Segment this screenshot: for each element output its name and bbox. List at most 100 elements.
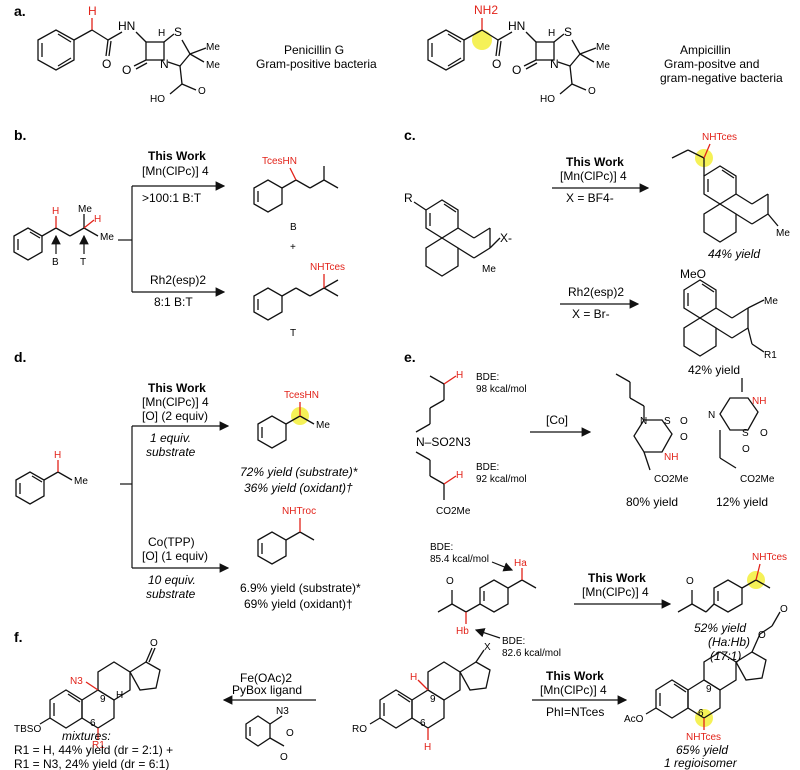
panel-e-yield-mn: 52% yield bbox=[694, 621, 746, 635]
panel-f-regioisomer: 1 regioisomer bbox=[664, 756, 738, 770]
panel-e-label: e. bbox=[404, 349, 416, 365]
panel-f-left-ketone-o: O bbox=[150, 638, 158, 649]
panel-e-right-ring-n: N bbox=[708, 410, 715, 421]
panel-f-reagent-o: O bbox=[286, 728, 294, 739]
panel-e-substrate-ester: CO2Me bbox=[436, 506, 471, 517]
panel-b-mn-catalyst: [Mn(ClPc)] 4 bbox=[142, 164, 209, 178]
panel-d-product-bottom: NHTroc bbox=[257, 506, 316, 565]
penicillin-acid-ho: HO bbox=[150, 94, 165, 105]
panel-e-ketone-product: O NHTces bbox=[677, 552, 787, 613]
panel-e-this-work: This Work bbox=[588, 571, 646, 585]
panel-b-selectivity-top: >100:1 B:T bbox=[142, 191, 202, 205]
panel-f-left-tbso: TBSO bbox=[14, 724, 41, 735]
ampicillin-structure: NH2 O HN O N S H Me Me O bbox=[427, 3, 610, 105]
panel-e-yield-right: 12% yield bbox=[716, 495, 768, 509]
panel-c-label: c. bbox=[404, 127, 416, 143]
panel-e-right-ester: CO2Me bbox=[740, 474, 775, 485]
panel-d-mn-catalyst: [Mn(ClPc)] 4 bbox=[142, 395, 209, 409]
panel-e-sulfonyl-azide: N–SO2N3 bbox=[416, 435, 471, 449]
panel-c-product-bottom: MeO Me R1 bbox=[680, 267, 778, 361]
panel-c-top-methyl: Me bbox=[776, 228, 790, 239]
panel-d-product-top: TcesHN Me bbox=[257, 390, 330, 449]
panel-e-left-o-1: O bbox=[680, 416, 688, 427]
panel-d-substrate-bottom-1: 10 equiv. bbox=[148, 573, 196, 587]
penicillin-lactam-o: O bbox=[122, 63, 131, 77]
panel-e-yield-left: 80% yield bbox=[626, 495, 678, 509]
penicillin-methyl-1: Me bbox=[206, 42, 220, 53]
panel-f-right-formyl-o: O bbox=[780, 604, 788, 615]
panel-b-tertiary-h: H bbox=[94, 214, 101, 225]
panel-d-benzylic-h: H bbox=[54, 450, 61, 461]
ampicillin-s: S bbox=[564, 25, 572, 39]
panel-c-rh-catalyst: Rh2(esp)2 bbox=[568, 285, 624, 299]
ampicillin-acid-ho: HO bbox=[540, 94, 555, 105]
panel-b-plus: + bbox=[290, 242, 296, 253]
panel-d: d. H Me This Work [Mn(ClPc)] 4 [O] (2 eq… bbox=[14, 349, 361, 611]
ampicillin-amide-n: HN bbox=[508, 19, 525, 33]
panel-d-oxidant-top: [O] (2 equiv) bbox=[142, 409, 208, 423]
ampicillin-description-2: gram-negative bacteria bbox=[660, 71, 783, 85]
panel-e-left-ester: CO2Me bbox=[654, 474, 689, 485]
panel-c-product-top: NHTces Me bbox=[671, 132, 790, 243]
panel-f-this-work: This Work bbox=[546, 669, 604, 683]
panel-e-bde4-value: 82.6 kcal/mol bbox=[502, 648, 561, 659]
panel-d-yield-bottom-2: 69% yield (oxidant)† bbox=[244, 597, 353, 611]
panel-c-methoxy: MeO bbox=[680, 267, 706, 281]
panel-c-mn-catalyst: [Mn(ClPc)] 4 bbox=[560, 169, 627, 183]
panel-c-r-group: R bbox=[404, 191, 413, 205]
panel-f-right-nhtces: NHTces bbox=[686, 732, 721, 743]
panel-e-bde1-label: BDE: bbox=[476, 372, 499, 383]
ampicillin-acid-o: O bbox=[588, 86, 596, 97]
panel-b-this-work: This Work bbox=[148, 149, 206, 163]
panel-d-product-bottom-label: NHTroc bbox=[282, 506, 316, 517]
ampicillin-carbonyl-o: O bbox=[492, 57, 501, 71]
panel-c-ammonium: X- bbox=[500, 231, 512, 245]
panel-e-product-right: NH N S O O CO2Me bbox=[708, 378, 775, 485]
panel-e-h-top: H bbox=[456, 370, 463, 381]
panel-e-right-o-1: O bbox=[760, 428, 768, 439]
panel-b-product-b-tag: B bbox=[290, 222, 297, 233]
panel-f-center-ro: RO bbox=[352, 724, 367, 735]
penicillin-g-structure: H O HN O N S H Me Me O bbox=[37, 4, 220, 105]
panel-e-h-bottom: H bbox=[456, 470, 463, 481]
penicillin-carbonyl-o: O bbox=[102, 57, 111, 71]
panel-e: e. H N–SO2N3 H CO2Me BDE: 98 kcal/mol BD… bbox=[404, 349, 787, 663]
panel-f-yield: 65% yield bbox=[676, 743, 728, 757]
ampicillin-amine: NH2 bbox=[474, 3, 498, 17]
panel-e-bde1-value: 98 kcal/mol bbox=[476, 384, 527, 395]
penicillin-s: S bbox=[174, 25, 182, 39]
panel-f-center-x: X bbox=[484, 642, 491, 653]
panel-d-yield-bottom-1: 6.9% yield (substrate)* bbox=[240, 581, 361, 595]
panel-e-sulfamate-substrate: H N–SO2N3 H CO2Me bbox=[415, 370, 471, 517]
panel-e-product-left: N S O O NH CO2Me bbox=[615, 373, 689, 485]
panel-f-center-h6: H bbox=[424, 742, 431, 753]
panel-d-product-top-methyl: Me bbox=[316, 420, 330, 431]
penicillin-benzylic-h: H bbox=[88, 4, 97, 18]
panel-f-mn-catalyst: [Mn(ClPc)] 4 bbox=[540, 683, 607, 697]
panel-b-product-b: TcesHN bbox=[253, 156, 339, 213]
panel-d-methyl: Me bbox=[74, 476, 88, 487]
panel-d-yield-top-1: 72% yield (substrate)* bbox=[240, 465, 358, 479]
panel-b-label: b. bbox=[14, 127, 26, 143]
panel-f-center-h9: H bbox=[410, 672, 417, 683]
ampicillin-n: N bbox=[550, 57, 559, 71]
panel-d-label: d. bbox=[14, 349, 26, 365]
panel-f-right-aco: AcO bbox=[624, 714, 644, 725]
panel-b-methyl-2: Me bbox=[100, 232, 114, 243]
panel-c-x-bf4: X = BF4- bbox=[566, 191, 614, 205]
panel-b-site-b: B bbox=[52, 257, 59, 268]
panel-b-selectivity-bottom: 8:1 B:T bbox=[154, 295, 193, 309]
panel-f-center-pos6: 6 bbox=[420, 718, 426, 729]
panel-f-center-pos9: 9 bbox=[430, 694, 436, 705]
panel-e-mn-catalyst: [Mn(ClPc)] 4 bbox=[582, 585, 649, 599]
panel-e-bde2-value: 92 kcal/mol bbox=[476, 474, 527, 485]
panel-c-yield-bottom: 42% yield bbox=[688, 363, 740, 377]
panel-e-bde2-label: BDE: bbox=[476, 462, 499, 473]
panel-d-this-work: This Work bbox=[148, 381, 206, 395]
panel-e-right-o-2: O bbox=[742, 444, 750, 455]
panel-f-label: f. bbox=[14, 629, 23, 645]
penicillin-acid-o: O bbox=[198, 86, 206, 97]
panel-c-r1: R1 bbox=[764, 350, 777, 361]
panel-f-right-ester-o: O bbox=[758, 630, 766, 641]
panel-e-product-ketone-o: O bbox=[686, 576, 694, 587]
